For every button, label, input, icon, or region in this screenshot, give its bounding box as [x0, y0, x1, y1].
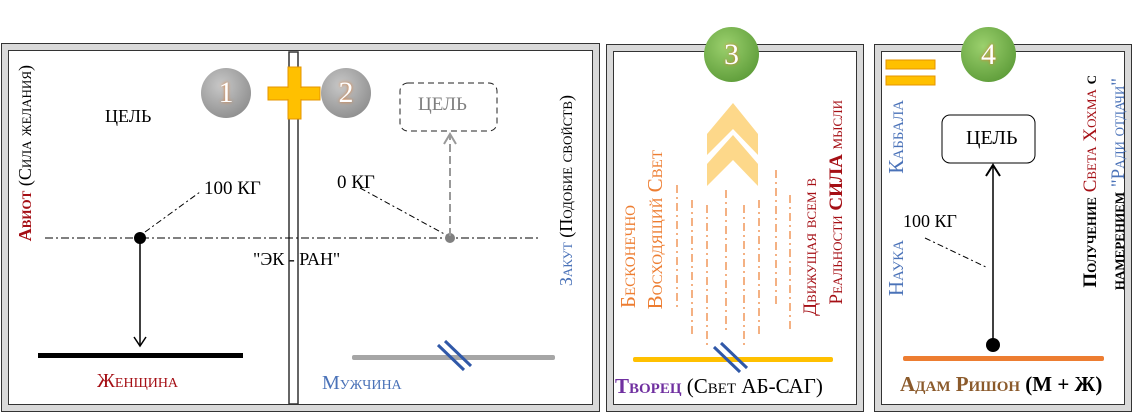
moving-label: Движущая всем в: [800, 178, 821, 316]
woman-bar: [38, 353, 243, 358]
adam-bar: [903, 356, 1104, 361]
screen-pillar: [288, 51, 299, 405]
reality-force-label: Реальности СИЛА мысли: [826, 100, 847, 305]
chevron-up-icon: [707, 103, 758, 186]
science-label: Наука: [884, 240, 908, 297]
goal-box: [941, 114, 1036, 164]
infinite-label: Бесконечно: [616, 205, 640, 309]
adam-label: Адам Ришон (М + Ж): [900, 372, 1103, 396]
creator-label: Творец (Свет АБ-САГ): [615, 374, 823, 398]
creator-bar: [633, 357, 833, 362]
aviut-label: Авиот (Сила желания): [15, 65, 35, 242]
weight-right: 0 КГ: [337, 172, 375, 193]
light-rays: [676, 170, 791, 345]
weight-left: 100 КГ: [204, 178, 261, 199]
receiving-label: Получение Света Хохма с: [1080, 75, 1101, 288]
step-4-badge: 4: [961, 27, 1016, 82]
goal-left: ЦЕЛЬ: [105, 106, 152, 126]
weight-dot-right: [445, 233, 455, 243]
kabbalah-label: Каббала: [884, 100, 908, 174]
equals-icon: [885, 59, 936, 70]
intention-label: намерением "Ради отдачи": [1108, 78, 1129, 291]
man-bar: [352, 355, 555, 360]
woman-label: Женщина: [97, 370, 179, 392]
ascending-light-label: Восходящий Свет: [643, 150, 667, 310]
goal-right: ЦЕЛЬ: [418, 94, 467, 115]
step-1-badge: 1: [201, 68, 251, 118]
goal-label: ЦЕЛЬ: [966, 127, 1018, 149]
weight-label: 100 КГ: [903, 211, 957, 231]
zakut-label: Закут (Подобие свойств): [556, 95, 576, 287]
screen-label: "ЭК - РАН": [253, 249, 341, 269]
man-label: Мужчина: [322, 372, 402, 394]
goal-box-dashed: [399, 82, 498, 132]
step-2-badge: 2: [321, 68, 371, 118]
step-3-badge: 3: [704, 27, 759, 82]
